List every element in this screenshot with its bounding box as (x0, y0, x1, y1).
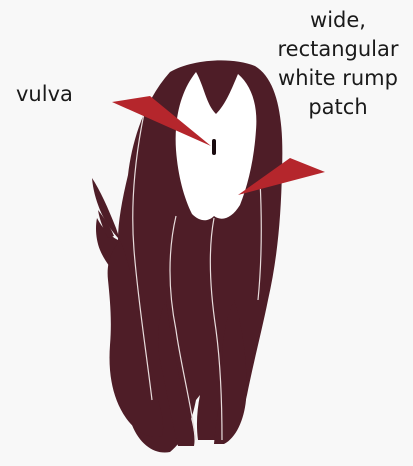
label-vulva: vulva (16, 80, 73, 109)
label-rump-line: wide, (262, 6, 413, 35)
label-rump-line: rectangular (262, 35, 413, 64)
label-rump-line: patch (262, 93, 413, 122)
label-rump-line: white rump (262, 64, 413, 93)
vulva-mark (212, 139, 216, 155)
label-rump-patch: wide, rectangular white rump patch (262, 6, 413, 122)
